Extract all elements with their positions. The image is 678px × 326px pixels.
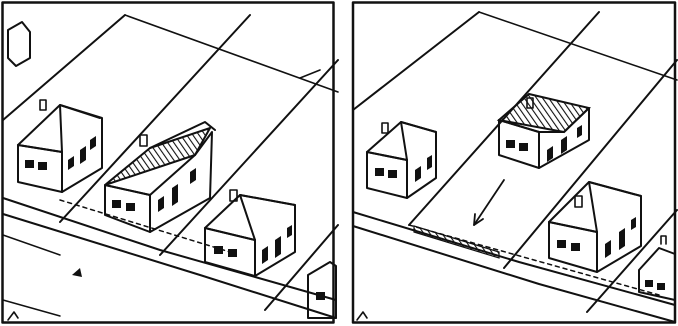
- street-sketch-after: [339, 0, 678, 326]
- panel-frame: [353, 3, 675, 323]
- panel-after: [339, 0, 678, 326]
- house-c: [549, 182, 641, 272]
- hatched-curb-strip: [414, 226, 499, 258]
- garage-outline: [8, 22, 30, 66]
- street-sketch-before: [0, 0, 339, 326]
- house-1: [18, 100, 102, 192]
- arrow-marker: [72, 268, 82, 277]
- lot-lines: [353, 12, 677, 312]
- corner-mark: [357, 312, 367, 320]
- house-2-hatched: [105, 122, 215, 232]
- corner-mark: [8, 312, 18, 320]
- house-a: [367, 122, 436, 198]
- move-arrow: [474, 180, 504, 225]
- house-b-hatched: [499, 94, 589, 168]
- panel-before: [0, 0, 339, 326]
- house-3: [205, 190, 295, 276]
